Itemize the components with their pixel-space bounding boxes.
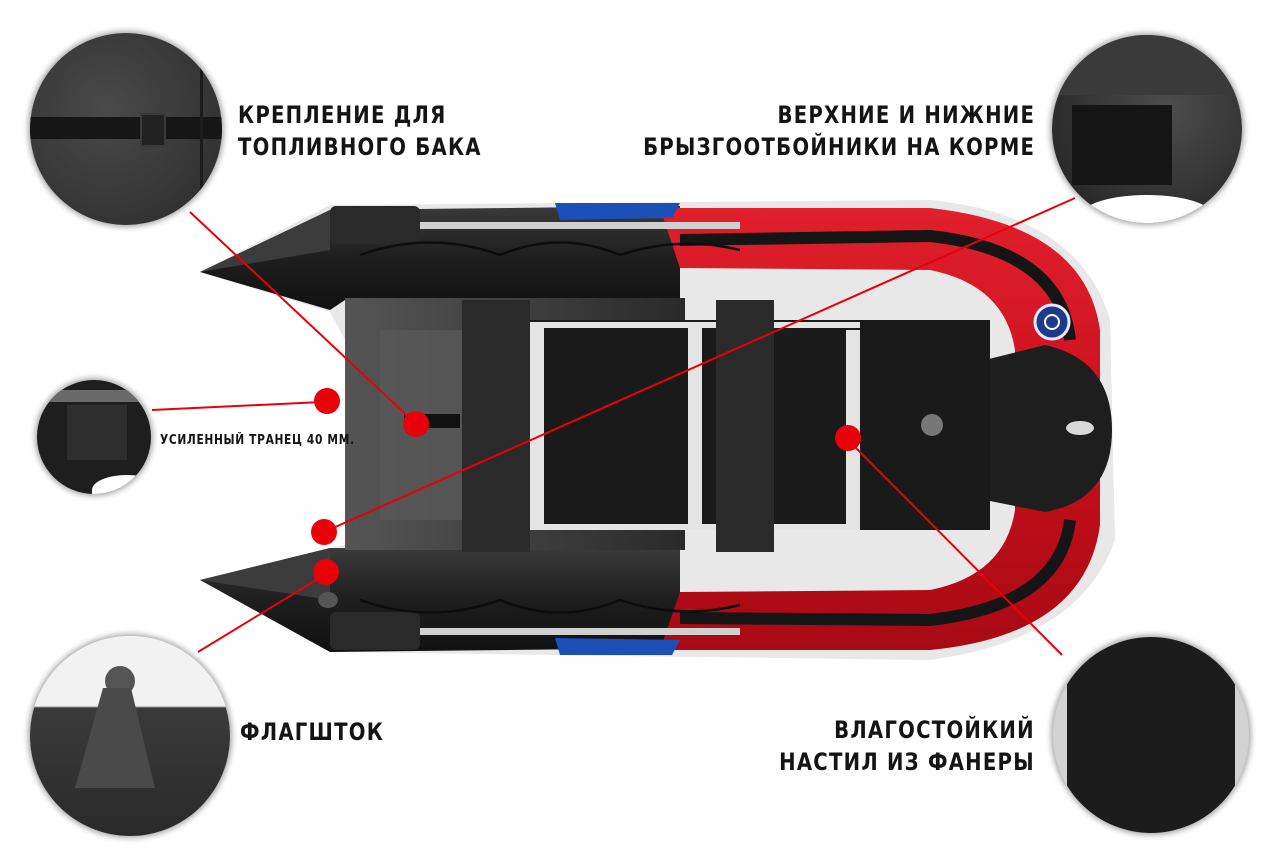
lower-decal: [555, 638, 680, 655]
detail-plywood-floor: [1053, 637, 1249, 833]
label-line: КРЕПЛЕНИЕ ДЛЯ: [238, 101, 447, 129]
rear-seat: [462, 300, 530, 552]
label-line: ВЛАГОСТОЙКИЙ: [834, 716, 1035, 744]
front-seat: [716, 300, 774, 552]
detail-transom: [37, 380, 151, 494]
label-fuel-tank-mount: КРЕПЛЕНИЕ ДЛЯ ТОПЛИВНОГО БАКА: [238, 99, 482, 163]
detail-flagpole: [30, 636, 230, 836]
label-line: УСИЛЕННЫЙ ТРАНЕЦ 40 ММ.: [160, 433, 355, 448]
label-flagpole: ФЛАГШТОК: [240, 716, 384, 748]
label-plywood-floor: ВЛАГОСТОЙКИЙ НАСТИЛ ИЗ ФАНЕРЫ: [779, 714, 1035, 778]
bow-handle: [1066, 421, 1094, 435]
drain-valve: [921, 414, 943, 436]
label-splash-guards: ВЕРХНИЕ И НИЖНИЕ БРЫЗГООТБОЙНИКИ НА КОРМ…: [643, 99, 1035, 163]
detail-fuel-tank-mount: [30, 33, 222, 225]
upper-decal: [555, 203, 680, 220]
label-line: ФЛАГШТОК: [240, 718, 385, 746]
fuel-strap: [404, 414, 460, 428]
label-line: ВЕРХНИЕ И НИЖНИЕ: [777, 101, 1035, 129]
label-transom: УСИЛЕННЫЙ ТРАНЕЦ 40 ММ.: [160, 433, 355, 449]
label-line: НАСТИЛ ИЗ ФАНЕРЫ: [779, 748, 1035, 776]
label-line: ТОПЛИВНОГО БАКА: [238, 133, 482, 161]
brand-badge: [1033, 303, 1071, 341]
detail-splash-guards: [1052, 35, 1242, 223]
label-line: БРЫЗГООТБОЙНИКИ НА КОРМЕ: [642, 133, 1035, 161]
